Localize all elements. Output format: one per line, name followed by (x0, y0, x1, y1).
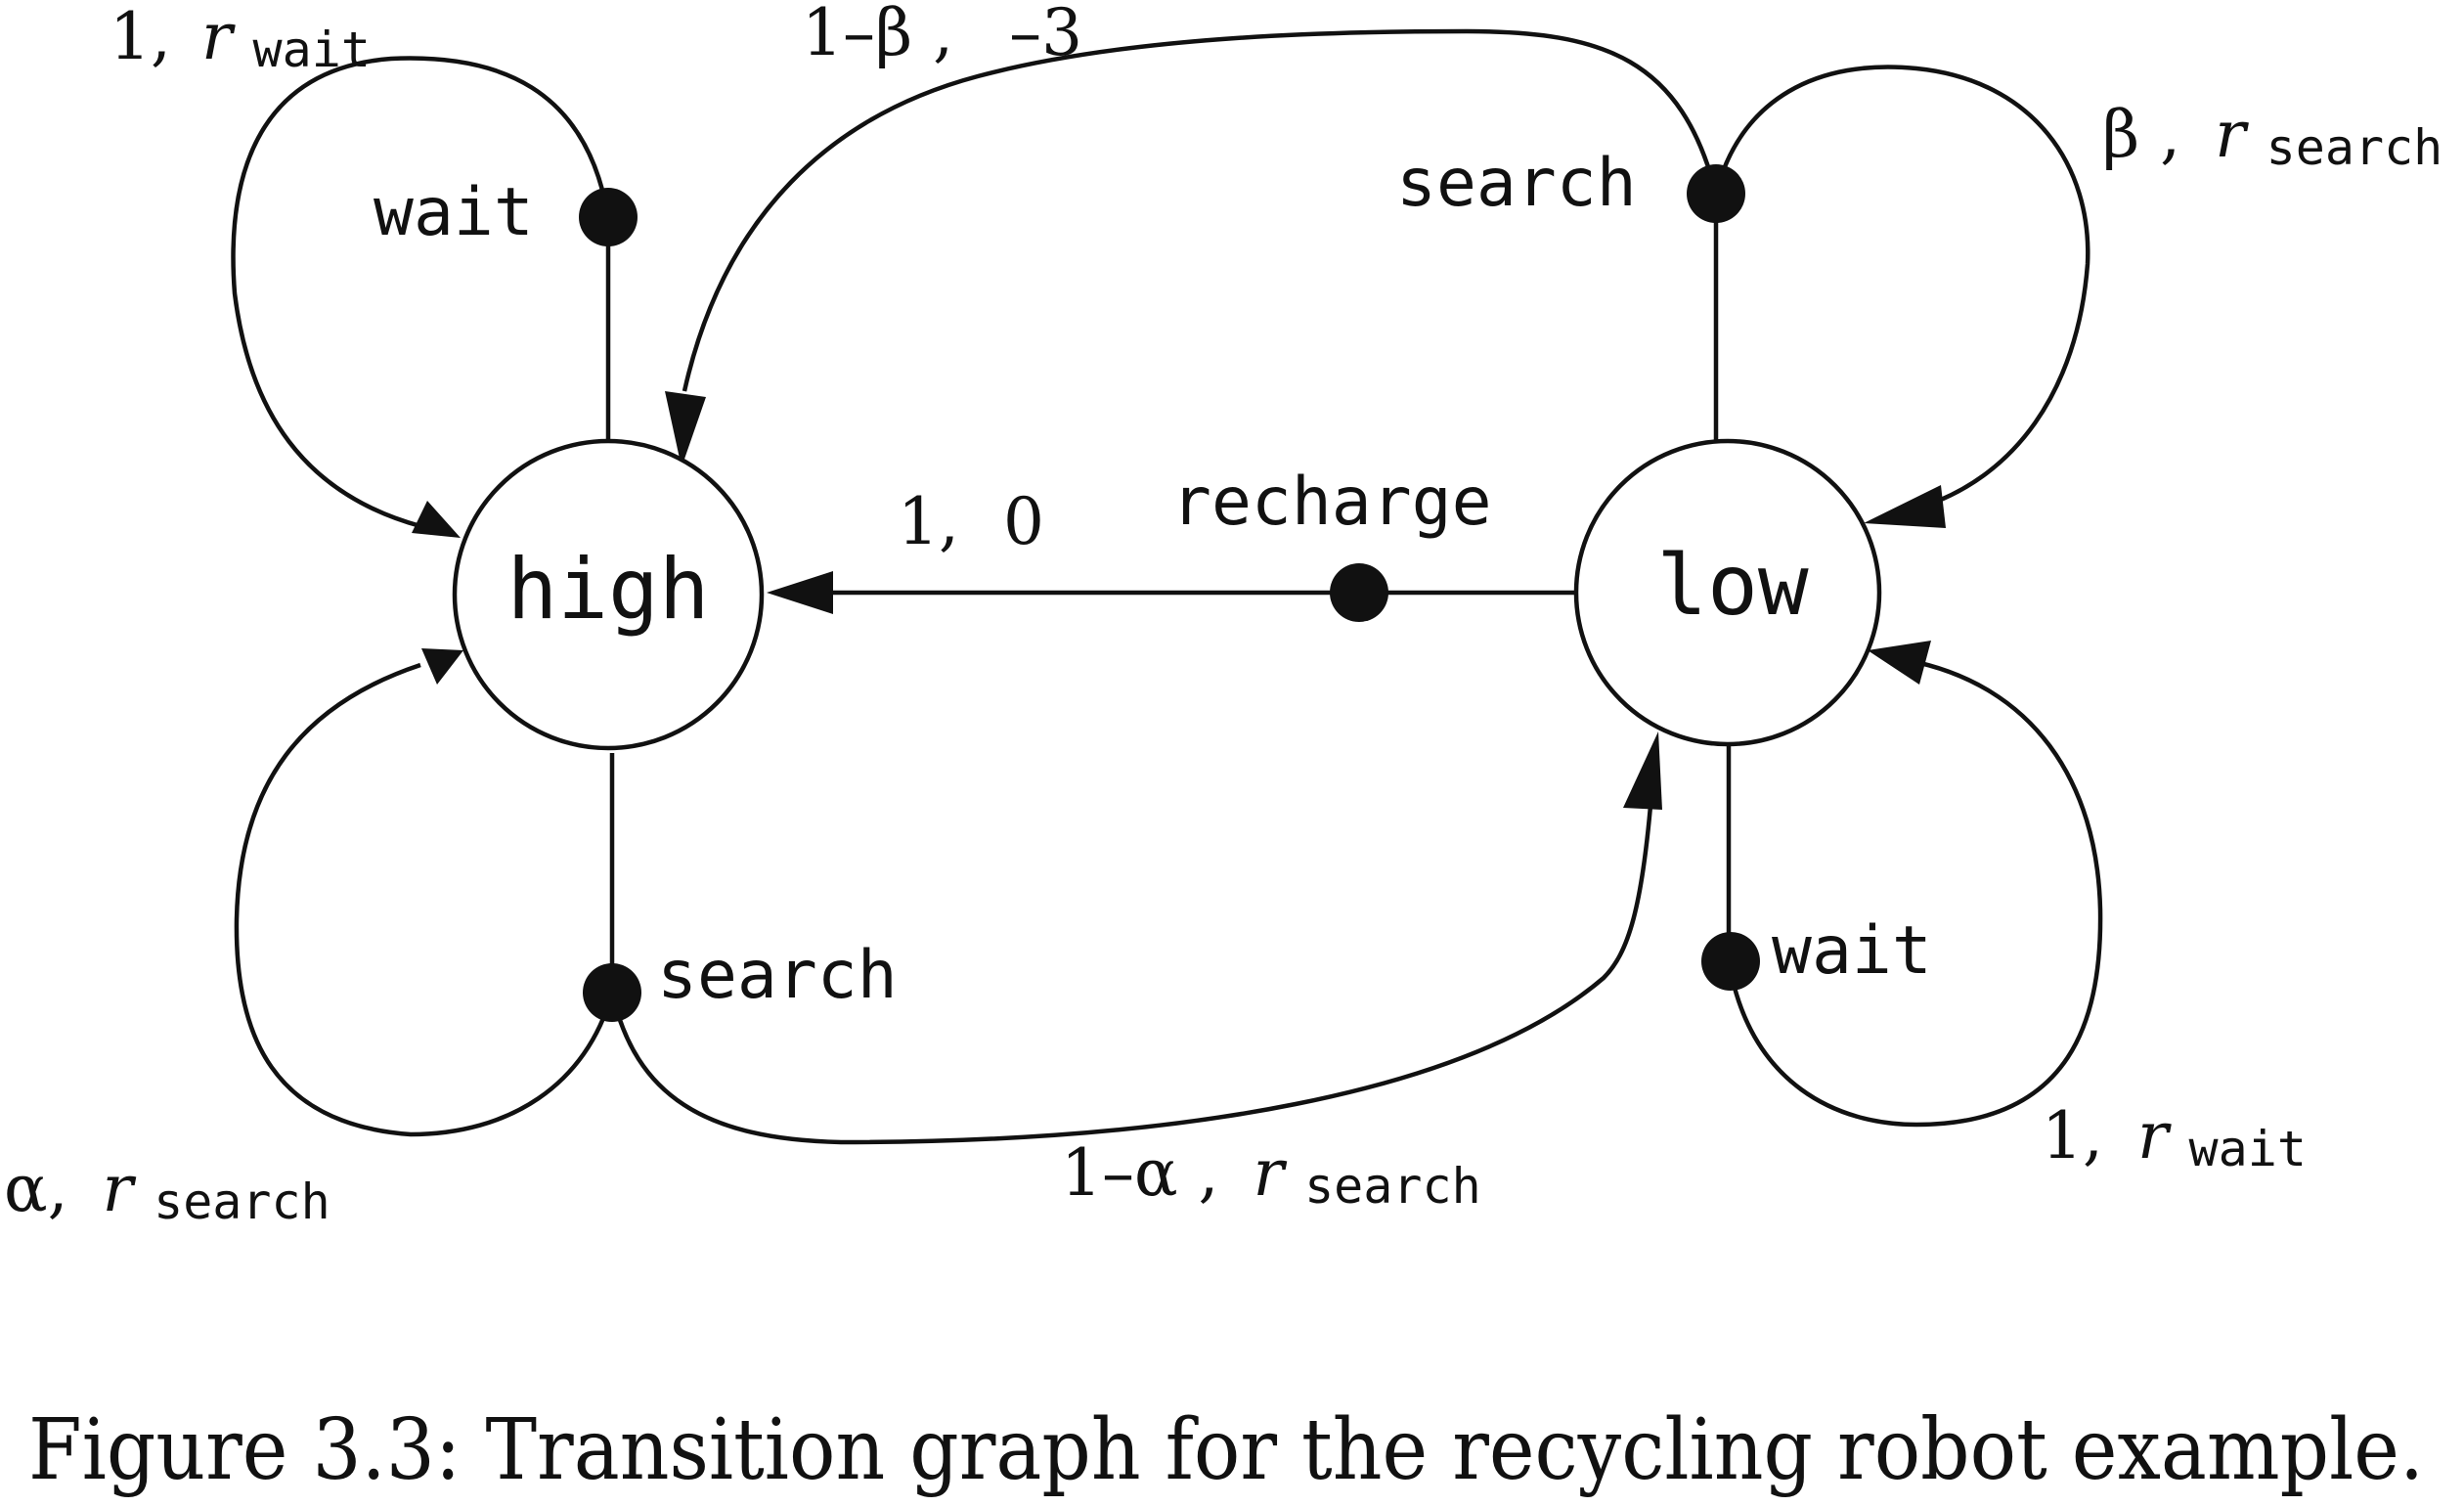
prob-low-search-to-high: 1–β , (802, 0, 953, 70)
action-dot-low-recharge (1330, 563, 1388, 622)
arrowhead-low-search-to-high (665, 391, 706, 467)
state-high (452, 438, 765, 751)
action-dot-high-wait (579, 188, 638, 246)
action-label-high-wait: wait (374, 174, 534, 251)
prob-recharge: 1, (898, 484, 959, 559)
reward-var-high-search-loop: r (103, 1151, 137, 1226)
prob-low-search-loop: β , (2102, 97, 2180, 172)
arrowhead-high-search-to-low (1623, 731, 1662, 810)
transition-label-high-wait: 1, r wait (110, 0, 371, 78)
edge-low-search-to-high (682, 28, 1719, 392)
transition-label-recharge: 1, 0 (898, 484, 1044, 559)
reward-var-low-wait: r (2137, 1098, 2172, 1174)
reward-low-search-to-high: –3 (1009, 0, 1082, 70)
arrowhead-recharge-to-high (767, 571, 833, 614)
reward-var-high-wait: r (201, 0, 236, 74)
arrowhead-high-wait-loop (412, 501, 461, 538)
action-dot-high-search (583, 963, 641, 1022)
state-low (1573, 438, 1882, 747)
prob-low-wait: 1, (2042, 1098, 2103, 1174)
edge-high-wait-loop (231, 56, 611, 529)
reward-var-low-search-loop: r (2215, 97, 2249, 172)
figure-caption: Figure 3.3: Transition graph for the rec… (28, 1401, 2424, 1499)
edge-low-search-loop (1713, 65, 2090, 511)
reward-sub-high-search-loop: search (154, 1174, 330, 1230)
reward-sub-low-wait: wait (2189, 1121, 2307, 1177)
state-high-label: high (506, 541, 709, 639)
prob-high-search-loop: α, (4, 1151, 68, 1226)
reward-var-high-search-to-low: r (1254, 1135, 1288, 1211)
arrowhead-high-search-loop (421, 648, 463, 685)
action-label-low-search: search (1396, 145, 1637, 222)
transition-label-low-wait: 1, r wait (2042, 1098, 2307, 1177)
edge-high-search-to-low (609, 781, 1655, 1145)
arrowhead-low-search-loop (1864, 485, 1946, 528)
transition-label-low-search-to-high: 1–β , –3 (802, 0, 1082, 70)
arrowhead-low-wait-loop (1868, 641, 1931, 685)
prob-high-search-to-low: 1–α , (1061, 1135, 1219, 1211)
edge-low-wait-loop (1726, 657, 2103, 1128)
state-low-label: low (1656, 537, 1809, 635)
reward-sub-high-search-to-low: search (1304, 1158, 1481, 1215)
reward-sub-low-search-loop: search (2266, 119, 2443, 176)
action-dot-low-search (1687, 164, 1745, 223)
reward-recharge: 0 (1003, 484, 1044, 559)
transition-label-high-search-to-low: 1–α , r search (1061, 1135, 1481, 1215)
action-label-high-search: search (657, 937, 898, 1014)
edge-high-search-loop (234, 662, 615, 1137)
action-label-low-recharge: recharge (1171, 464, 1492, 541)
transition-label-low-search-loop: β , r search (2102, 97, 2442, 176)
action-dot-low-wait (1701, 932, 1760, 991)
transition-label-high-search-loop: α, r search (4, 1151, 330, 1230)
prob-high-wait: 1, (110, 0, 171, 74)
action-label-low-wait: wait (1772, 912, 1932, 990)
reward-sub-high-wait: wait (253, 22, 371, 78)
